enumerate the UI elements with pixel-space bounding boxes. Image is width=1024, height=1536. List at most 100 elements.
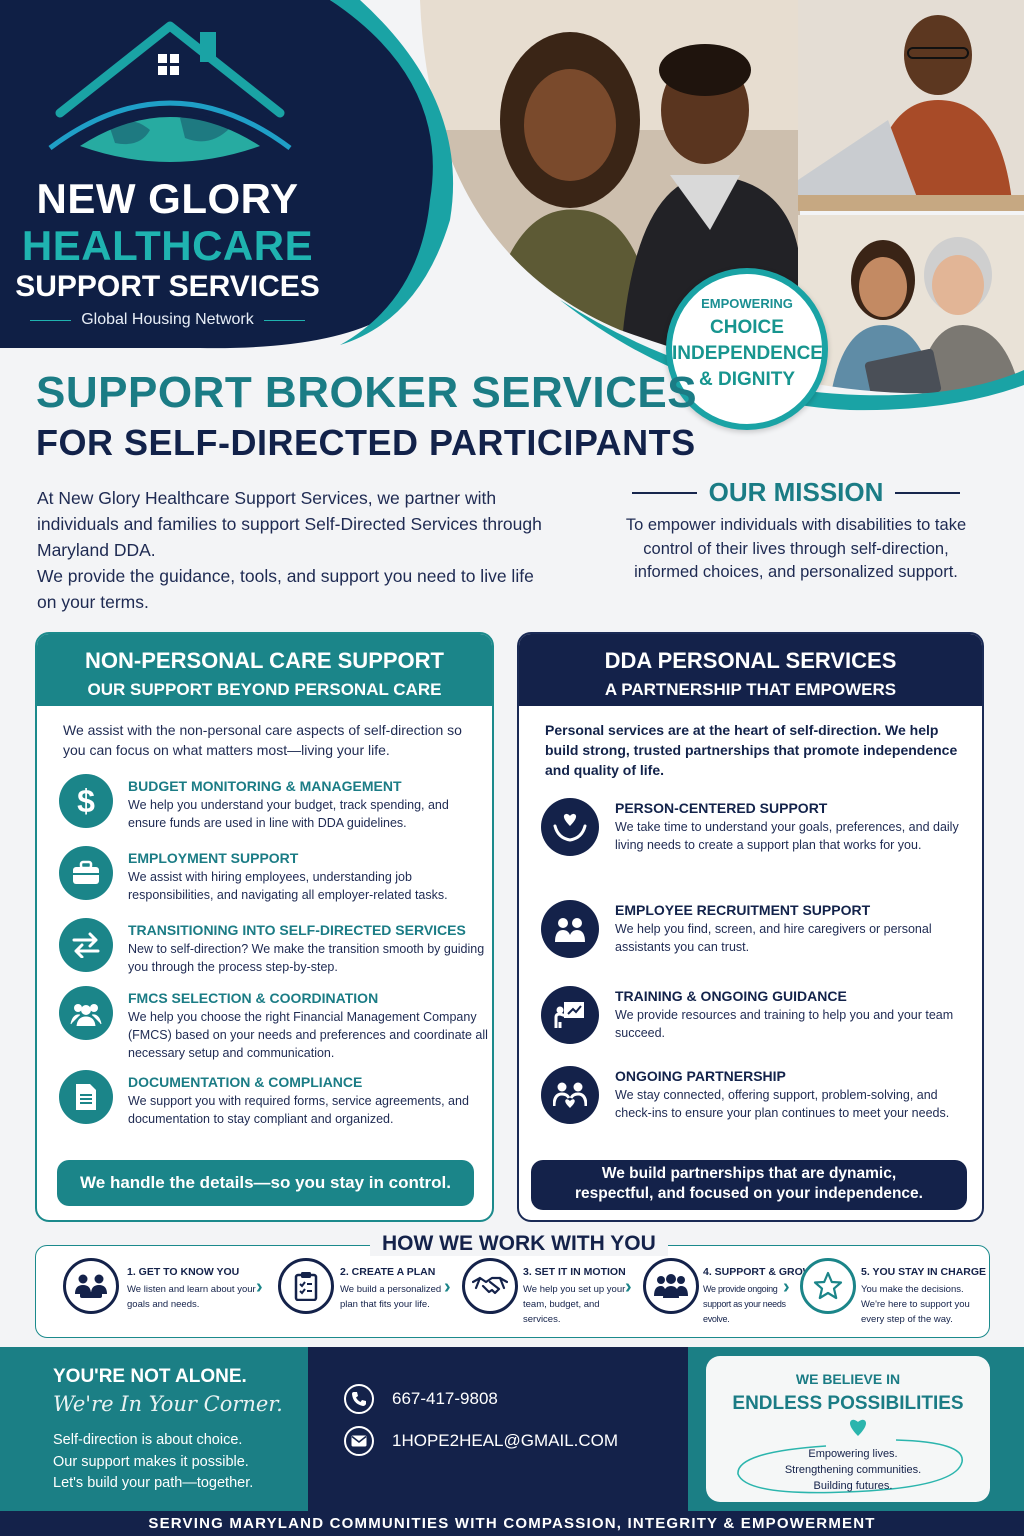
card-line2: Strengthening communities. [784, 1464, 922, 1476]
star-icon [800, 1258, 856, 1314]
handshake-icon [462, 1258, 518, 1314]
item-title: ONGOING PARTNERSHIP [615, 1068, 786, 1084]
badge-line3: & DIGNITY [698, 369, 796, 390]
list-item: FMCS SELECTION & COORDINATION We help yo… [59, 986, 488, 1062]
list-item: EMPLOYEE RECRUITMENT SUPPORT We help you… [541, 900, 971, 970]
footer-line3: Let's build your path—together. [53, 1475, 254, 1491]
brand-tagline: Global Housing Network [30, 311, 305, 329]
item-desc: We provide resources and training to hel… [615, 1008, 954, 1040]
footer-line2: Our support makes it possible. [53, 1453, 249, 1470]
left-panel-header: NON-PERSONAL CARE SUPPORT OUR SUPPORT BE… [37, 634, 492, 706]
page-title: SUPPORT BROKER SERVICES [36, 368, 698, 417]
people-icon [541, 900, 599, 958]
meeting-icon [63, 1258, 119, 1314]
footer-contact-section [308, 1347, 688, 1511]
item-title: FMCS SELECTION & COORDINATION [128, 990, 379, 1006]
believe-heading: WE BELIEVE IN [795, 1371, 901, 1387]
step-title: 3. SET IT IN MOTION [523, 1266, 626, 1278]
laptop-photo [798, 0, 1024, 211]
item-desc: We help you choose the right Financial M… [128, 1010, 488, 1060]
right-panel-header: DDA PERSONAL SERVICES A PARTNERSHIP THAT… [519, 634, 982, 706]
logo-house-globe-icon [48, 21, 292, 162]
document-icon [59, 1070, 113, 1124]
item-desc: We help you find, screen, and hire careg… [615, 922, 932, 954]
card-line3: Building futures. [813, 1480, 893, 1492]
endless-possibilities: ENDLESS POSSIBILITIES [732, 1393, 964, 1414]
step-desc: You make the decisions. We're here to su… [861, 1284, 970, 1325]
hero-photo [420, 0, 800, 370]
mission-heading-text: OUR MISSION [708, 477, 884, 507]
list-item: DOCUMENTATION & COMPLIANCE We support yo… [59, 1070, 479, 1134]
item-desc: We stay connected, offering support, pro… [615, 1088, 950, 1120]
right-panel-intro: Personal services are at the heart of se… [545, 722, 958, 778]
footer-left-section [0, 1347, 308, 1511]
step-desc: We build a personalized plan that fits y… [340, 1284, 442, 1310]
left-panel-intro: We assist with the non-personal care asp… [63, 722, 462, 758]
intro-paragraph-1: At New Glory Healthcare Support Services… [37, 488, 542, 560]
dollar-icon: $ [59, 774, 113, 828]
email-icon [344, 1426, 374, 1456]
heart-swoosh-icon [737, 1419, 963, 1494]
item-title: PERSON-CENTERED SUPPORT [615, 800, 828, 816]
list-item: EMPLOYMENT SUPPORT We assist with hiring… [59, 846, 479, 910]
header [0, 0, 1024, 440]
item-desc: New to self-direction? We make the trans… [128, 942, 485, 974]
item-title: DOCUMENTATION & COMPLIANCE [128, 1074, 363, 1090]
bottom-banner: SERVING MARYLAND COMMUNITIES WITH COMPAS… [0, 1511, 1024, 1536]
team-icon [643, 1258, 699, 1314]
chevron-right-icon: › [783, 1276, 790, 1298]
step-title: 1. GET TO KNOW YOU [127, 1266, 240, 1278]
badge-line2: INDEPENDENCE [672, 343, 823, 364]
left-panel-footer: We handle the details—so you stay in con… [57, 1160, 474, 1206]
right-panel-subtitle: A PARTNERSHIP THAT EMPOWERS [604, 680, 897, 699]
card-line1: Empowering lives. [808, 1448, 898, 1460]
step-desc: We provide ongoing support as your needs… [703, 1284, 786, 1324]
chevron-right-icon: › [625, 1276, 632, 1298]
page-subtitle: FOR SELF-DIRECTED PARTICIPANTS [36, 422, 696, 463]
brand-name-line2: HEALTHCARE [21, 222, 314, 269]
brand-name-line1: NEW GLORY [36, 175, 299, 222]
briefcase-icon [59, 846, 113, 900]
not-alone-heading: YOU'RE NOT ALONE. [53, 1366, 247, 1387]
step-title: 5. YOU STAY IN CHARGE [861, 1266, 987, 1278]
item-title: EMPLOYEE RECRUITMENT SUPPORT [615, 902, 871, 918]
item-title: TRANSITIONING INTO SELF-DIRECTED SERVICE… [128, 922, 466, 938]
footer-message: Self-direction is about choice. Our supp… [53, 1430, 253, 1495]
phone-contact[interactable]: 667-417-9808 [344, 1384, 498, 1414]
transfer-arrows-icon [59, 918, 113, 972]
mission-text: To empower individuals with disabilities… [625, 516, 967, 581]
step-title: 4. SUPPORT & GROW [703, 1266, 813, 1278]
right-footer-line1: We build partnerships that are dynamic, [601, 1165, 897, 1182]
how-we-work-heading: HOW WE WORK WITH YOU [370, 1232, 668, 1256]
list-item: TRAINING & ONGOING GUIDANCE We provide r… [541, 986, 971, 1056]
group-icon [59, 986, 113, 1040]
chevron-right-icon: › [444, 1276, 451, 1298]
presentation-icon [541, 986, 599, 1044]
left-panel-title: NON-PERSONAL CARE SUPPORT [85, 648, 444, 673]
phone-number[interactable]: 667-417-9808 [392, 1389, 498, 1408]
step-title: 2. CREATE A PLAN [340, 1266, 436, 1278]
clipboard-icon [278, 1258, 334, 1314]
item-title: BUDGET MONITORING & MANAGEMENT [128, 778, 402, 794]
step-desc: We help you set up your team, budget, an… [523, 1284, 626, 1325]
chevron-right-icon: › [256, 1276, 263, 1298]
non-personal-care-panel: NON-PERSONAL CARE SUPPORT OUR SUPPORT BE… [35, 632, 494, 1222]
footer-line1: Self-direction is about choice. [53, 1432, 243, 1448]
tablet-photo [798, 215, 1024, 415]
heart-hands-icon [541, 798, 599, 856]
intro-text: At New Glory Healthcare Support Services… [37, 485, 557, 615]
step-desc: We listen and learn about your goals and… [127, 1284, 256, 1310]
right-panel-title: DDA PERSONAL SERVICES [604, 648, 897, 673]
list-item: TRANSITIONING INTO SELF-DIRECTED SERVICE… [59, 918, 484, 982]
list-item: $ BUDGET MONITORING & MANAGEMENT We help… [59, 774, 479, 838]
right-panel-footer: We build partnerships that are dynamic, … [531, 1160, 967, 1210]
email-address[interactable]: 1HOPE2HEAL@GMAIL.COM [392, 1431, 619, 1450]
badge-top: EMPOWERING [701, 296, 793, 311]
intro-paragraph-2: We provide the guidance, tools, and supp… [37, 566, 534, 612]
item-title: EMPLOYMENT SUPPORT [128, 850, 299, 866]
item-desc: We help you understand your budget, trac… [128, 798, 449, 830]
email-contact[interactable]: 1HOPE2HEAL@GMAIL.COM [344, 1426, 618, 1456]
badge-line1: CHOICE [710, 317, 784, 338]
possibilities-card [706, 1356, 990, 1502]
brand-name-line3: SUPPORT SERVICES [15, 270, 320, 303]
